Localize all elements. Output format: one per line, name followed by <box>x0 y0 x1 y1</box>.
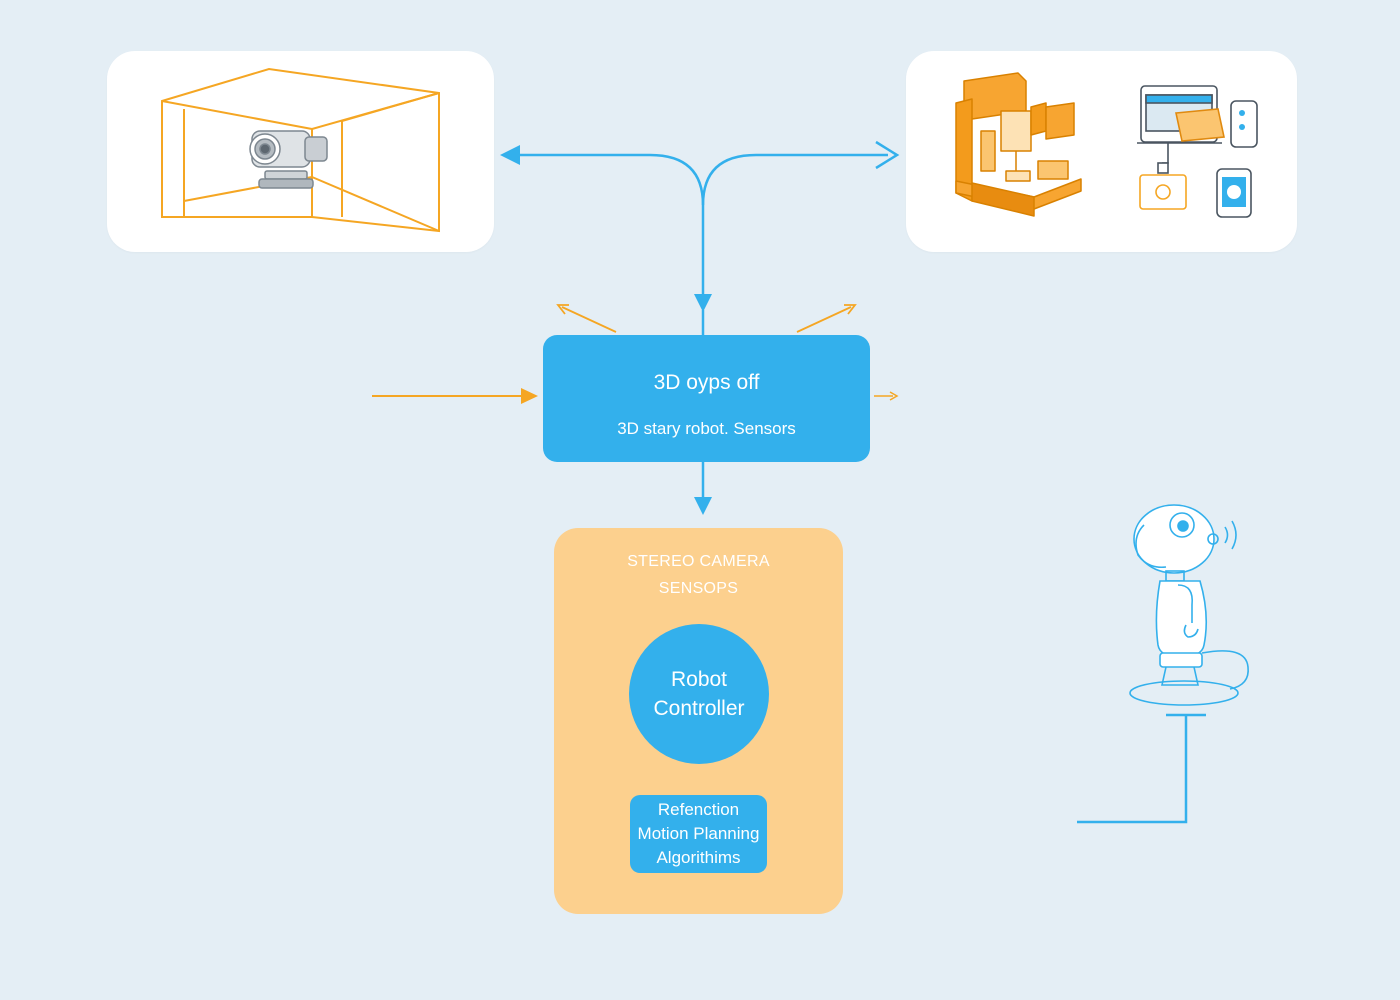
robot-controller-node[interactable]: Robot Controller <box>629 624 769 764</box>
top-branch-connector <box>518 153 888 300</box>
camera-in-room-icon <box>161 67 440 233</box>
arrow-down-into-3d-node <box>694 294 712 312</box>
orange-diagonal-left <box>561 306 617 333</box>
devices-card[interactable] <box>906 51 1297 252</box>
arrow-to-devices-card <box>875 140 900 170</box>
stereo-camera-panel[interactable]: STEREO CAMERA SENSOPS Robot Controller R… <box>554 528 843 914</box>
arrow-down-into-stereo-panel <box>694 497 712 515</box>
stereo-panel-title-text: STEREO CAMERA SENSOPS <box>627 553 770 597</box>
orange-diagonal-right-head <box>844 304 857 315</box>
orange-input-arrowhead <box>521 388 538 404</box>
camera-device <box>249 130 328 189</box>
robot-controller-label: Robot Controller <box>653 668 745 720</box>
3d-node-title: 3D oyps off <box>653 371 760 394</box>
connected-devices-icon <box>1137 85 1258 218</box>
motion-planning-node[interactable]: Refenction Motion Planning Algorithims <box>630 795 767 873</box>
orange-output-arrowhead <box>889 391 899 401</box>
motion-planning-label: Refenction Motion Planning Algorithims <box>637 800 760 867</box>
camera-room-card[interactable] <box>107 51 494 252</box>
arrow-to-camera-card <box>500 145 520 165</box>
3d-sensors-node[interactable]: 3D oyps off 3D stary robot. Sensors <box>543 335 870 462</box>
stereo-panel-title: STEREO CAMERA SENSOPS <box>554 548 843 602</box>
3d-node-subtitle: 3D stary robot. Sensors <box>617 419 796 438</box>
orange-diagonal-left-head <box>556 304 569 315</box>
humanoid-robot-icon <box>1129 504 1249 706</box>
orange-diagonal-right <box>796 306 852 333</box>
3d-printer-icon <box>955 72 1082 217</box>
robot-stand-connector <box>1077 713 1206 824</box>
